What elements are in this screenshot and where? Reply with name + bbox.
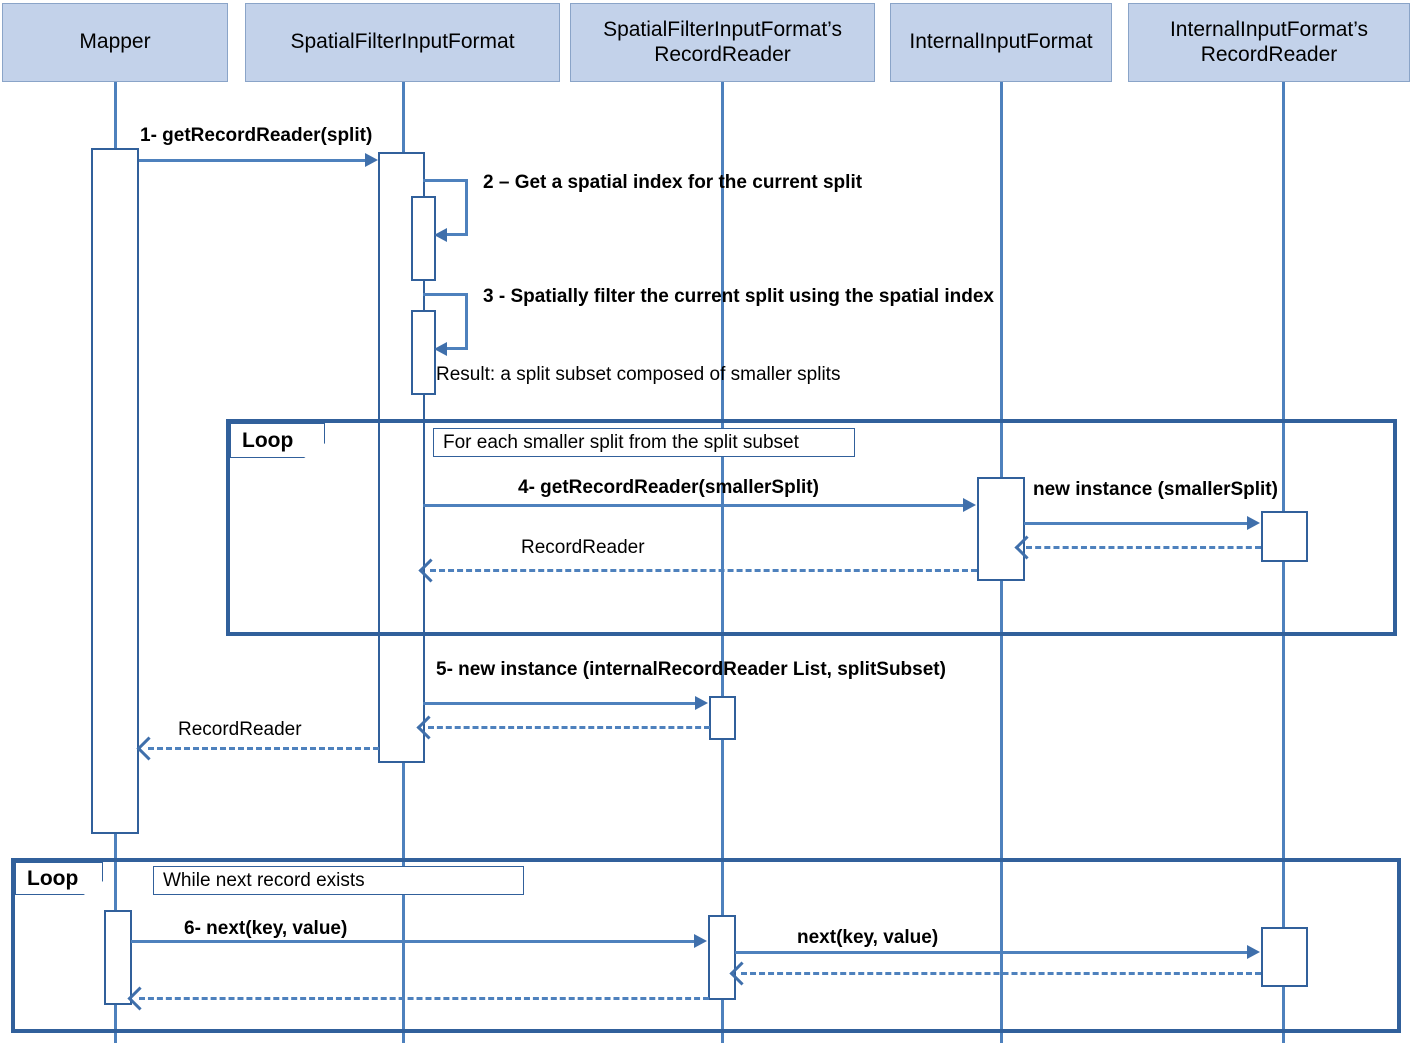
fragment-loop-1 [226, 419, 1397, 636]
activation-spatial-filter-record-reader-next [708, 915, 736, 1000]
fragment-condition-label: For each smaller split from the split su… [443, 431, 799, 453]
message-arrowhead-m1 [365, 153, 378, 167]
fragment-operator-label: Loop [242, 428, 294, 452]
message-self-right-m3 [465, 293, 468, 350]
message-self-bottom-m3 [446, 347, 468, 350]
fragment-loop-2-condition: While next record exists [153, 866, 524, 895]
participant-label: SpatialFilterInputFormat’s RecordReader [603, 18, 842, 66]
fragment-operator-label: Loop [27, 866, 79, 890]
fragment-condition-label: While next record exists [163, 869, 365, 891]
message-label-m4: 4- getRecordReader(smallerSplit) [518, 477, 819, 498]
message-label-m6b: next(key, value) [797, 927, 939, 948]
message-label-m1r: RecordReader [178, 719, 302, 740]
participant-label: SpatialFilterInputFormat [290, 30, 515, 54]
message-arrowhead-m5 [695, 696, 708, 710]
message-arrowhead-m6 [694, 934, 707, 948]
message-label-m4r: RecordReader [521, 537, 645, 558]
participant-spatial-filter-input-format[interactable]: SpatialFilterInputFormat [245, 3, 560, 82]
participant-internal-input-format[interactable]: InternalInputFormat [890, 3, 1112, 82]
lifeline-spatial-filter-record-reader [721, 82, 724, 1043]
message-arrowhead-m2 [434, 228, 447, 242]
message-arrowhead-return-m1r [136, 736, 161, 761]
note-result-text: Result: a split subset composed of small… [436, 364, 841, 385]
lifeline-internal-record-reader [1282, 82, 1285, 1043]
activation-internal-input-format [977, 477, 1025, 581]
message-arrow-m6 [131, 940, 697, 943]
participant-internal-record-reader[interactable]: InternalInputFormat’s RecordReader [1128, 3, 1410, 82]
message-self-bottom-m2 [446, 233, 468, 236]
message-arrowhead-m4 [963, 498, 976, 512]
activation-spatial-filter-record-reader-create [709, 696, 736, 740]
message-label-m2: 2 – Get a spatial index for the current … [483, 172, 863, 193]
participant-label: InternalInputFormat [909, 30, 1093, 54]
message-arrow-m5 [423, 702, 697, 705]
message-return-m4b [1026, 546, 1261, 549]
message-return-m4r [430, 569, 977, 572]
message-arrow-m6b [735, 951, 1249, 954]
fragment-loop-2-operator: Loop [15, 862, 103, 895]
participant-mapper[interactable]: Mapper [2, 3, 228, 82]
activation-spatial-filter-nested-index [411, 196, 436, 281]
fragment-loop-1-condition: For each smaller split from the split su… [433, 428, 855, 457]
participant-spatial-filter-record-reader[interactable]: SpatialFilterInputFormat’s RecordReader [570, 3, 875, 82]
message-arrowhead-m4b [1247, 516, 1260, 530]
message-return-m5 [428, 726, 710, 729]
message-arrowhead-m6b [1247, 945, 1260, 959]
message-label-m5: 5- new instance (internalRecordReader Li… [436, 659, 946, 680]
participant-label: Mapper [79, 30, 151, 54]
activation-internal-record-reader-create [1261, 511, 1308, 562]
message-label-m6: 6- next(key, value) [184, 918, 348, 939]
fragment-loop-2 [11, 858, 1401, 1033]
fragment-loop-1-operator: Loop [230, 423, 325, 458]
message-arrow-m4b [1024, 522, 1249, 525]
message-arrow-m1 [139, 159, 367, 162]
activation-spatial-filter-nested-filter [411, 310, 436, 395]
message-arrowhead-m3 [434, 342, 447, 356]
activation-mapper-loop2 [104, 910, 132, 1005]
message-arrow-m4 [423, 504, 965, 507]
message-self-top-m2 [423, 179, 468, 182]
message-return-m6b [741, 972, 1261, 975]
message-label-m4b: new instance (smallerSplit) [1033, 479, 1278, 500]
message-self-right-m2 [465, 179, 468, 236]
message-label-m1: 1- getRecordReader(split) [140, 125, 373, 146]
message-self-top-m3 [423, 293, 468, 296]
activation-internal-record-reader-next [1261, 927, 1308, 987]
participant-label: InternalInputFormat’s RecordReader [1169, 18, 1369, 66]
message-return-m6 [139, 997, 709, 1000]
activation-mapper-main [91, 148, 139, 834]
message-return-m1r [148, 747, 379, 750]
message-label-m3: 3 - Spatially filter the current split u… [483, 286, 994, 307]
